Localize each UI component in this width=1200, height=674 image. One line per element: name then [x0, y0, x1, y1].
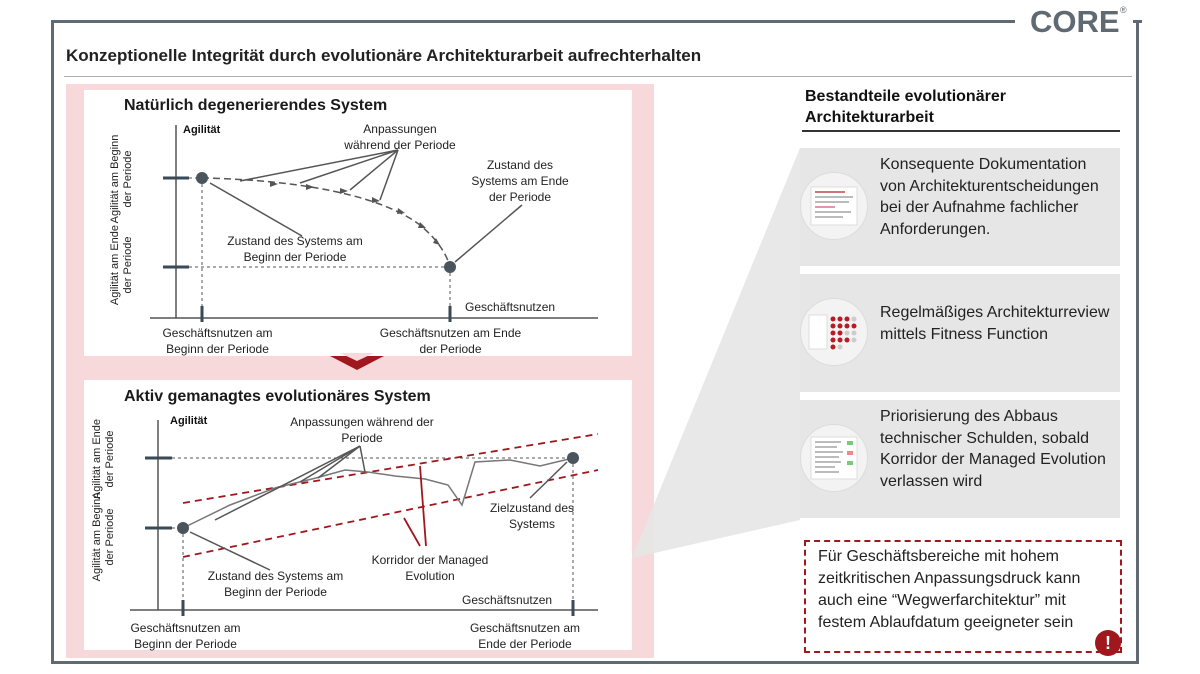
corridor-label: Korridor der Managed Evolution — [360, 552, 500, 584]
top-y-axis-label: Agilität — [183, 124, 220, 136]
bottom-adjustments-label: Anpassungen während der Periode — [282, 414, 442, 446]
top-y-tick-high-label: Agilität am Beginn der Periode — [109, 131, 135, 227]
bottom-y-tick-low-text: Agilität am Beginn der Periode — [91, 492, 117, 582]
top-y-tick-high-text: Agilität am Beginn der Periode — [109, 131, 135, 227]
perspective-fan — [632, 148, 800, 558]
card-2-text: Regelmäßiges Architekturreview mittels F… — [880, 302, 1115, 345]
warning-icon: ! — [1095, 630, 1121, 656]
top-y-tick-low-text: Agilität am Ende der Periode — [109, 217, 135, 313]
top-x-tick-start-label: Geschäftsnutzen am Beginn der Periode — [150, 325, 285, 357]
heading-underline — [802, 130, 1120, 132]
bottom-y-axis-label: Agilität — [170, 415, 207, 427]
bottom-start-point — [177, 522, 189, 534]
bottom-diagram-title: Aktiv gemanagtes evolutionäres System — [124, 388, 431, 406]
note-text: Für Geschäftsbereiche mit hohem zeitkrit… — [818, 546, 1118, 634]
bottom-x-tick-end-label: Geschäftsnutzen am Ende der Periode — [460, 620, 590, 652]
document-thumbnail-icon — [800, 172, 868, 240]
top-diagram-title: Natürlich degenerierendes System — [124, 97, 387, 115]
bottom-start-state-label: Zustand des Systems am Beginn der Period… — [198, 568, 353, 600]
bottom-x-tick-start-label: Geschäftsnutzen am Beginn der Periode — [118, 620, 253, 652]
top-x-tick-end-label: Geschäftsnutzen am Ende der Periode — [378, 325, 523, 357]
top-end-point — [444, 261, 456, 273]
top-start-state-label: Zustand des Systems am Beginn der Period… — [220, 233, 370, 265]
bottom-end-point — [567, 452, 579, 464]
bottom-y-tick-high-label: Agilität am Ende der Periode — [91, 414, 117, 504]
target-state-label: Zielzustand des Systems — [488, 500, 576, 532]
card-1-text: Konsequente Dokumentation von Architektu… — [880, 154, 1115, 240]
top-start-point — [196, 172, 208, 184]
fitness-matrix-icon — [800, 298, 868, 366]
components-heading: Bestandteile evolutionärer Architekturar… — [805, 86, 1065, 128]
bottom-y-tick-high-text: Agilität am Ende der Periode — [91, 414, 117, 504]
top-x-axis-label: Geschäftsnutzen — [465, 299, 555, 315]
bottom-x-axis-label: Geschäftsnutzen — [462, 592, 552, 608]
bottom-y-tick-low-label: Agilität am Beginn der Periode — [91, 492, 117, 582]
top-adjustments-label: Anpassungen während der Periode — [340, 121, 460, 153]
top-y-tick-low-label: Agilität am Ende der Periode — [109, 217, 135, 313]
top-end-state-label: Zustand des Systems am Ende der Periode — [470, 157, 570, 205]
card-3-text: Priorisierung des Abbaus technischer Sch… — [880, 406, 1115, 492]
debt-list-icon — [800, 424, 868, 492]
